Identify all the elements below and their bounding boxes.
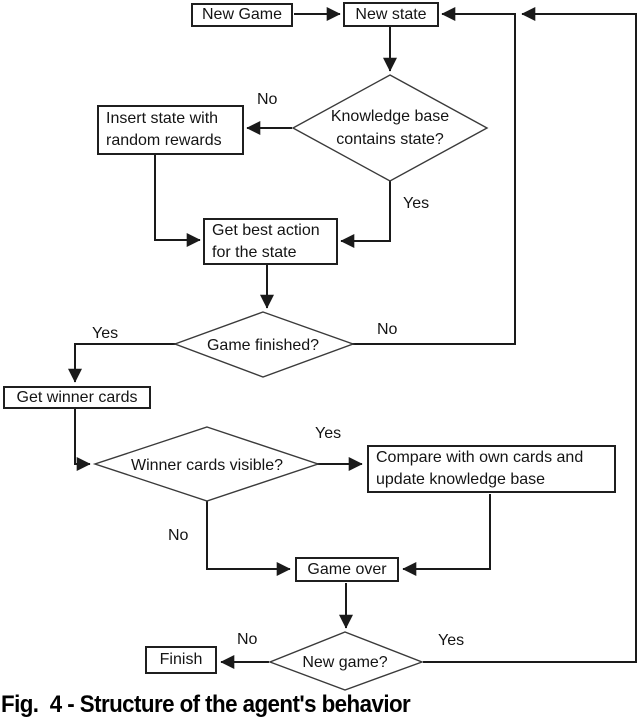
node-insert-state-label: Insert state with random rewards <box>106 108 222 152</box>
diamond-new-game-q <box>268 631 424 691</box>
node-finish: Finish <box>145 646 217 674</box>
node-get-best-action-line2: for the state <box>212 243 297 261</box>
node-insert-state: Insert state with random rewards <box>97 105 244 155</box>
node-get-best-action: Get best action for the state <box>203 218 338 265</box>
edge-gf-no-loop-to-newstate <box>352 7 516 345</box>
edge-label-kb-yes: Yes <box>403 195 430 212</box>
diamond-winner-visible <box>92 426 321 502</box>
node-insert-state-line1: Insert state with <box>106 110 219 127</box>
node-compare-cards: Compare with own cards and update knowle… <box>367 445 616 493</box>
node-compare-cards-line2: update knowledge base <box>376 471 546 488</box>
diamond-knowledge-base-line1: Knowledge base <box>330 108 450 125</box>
edge-label-gf-no: No <box>377 321 398 338</box>
node-game-over-label: Game over <box>307 560 387 578</box>
edge-compare-to-gameover <box>402 494 491 576</box>
node-get-best-action-label: Get best action for the state <box>212 220 320 264</box>
node-get-winner-cards: Get winner cards <box>3 386 151 409</box>
edge-label-gf-yes: Yes <box>92 325 119 342</box>
edge-kb-yes-to-getbest <box>340 181 391 248</box>
edge-gf-yes-to-getwinner <box>68 343 176 383</box>
node-game-over: Game over <box>295 557 399 582</box>
edge-label-ng-yes: Yes <box>438 632 465 649</box>
edge-insert-to-getbest <box>154 155 201 247</box>
edge-wv-no-to-gameover <box>206 500 291 576</box>
diamond-game-finished-label: Game finished? <box>206 337 320 354</box>
edge-label-ng-no: No <box>237 631 258 648</box>
edge-label-kb-no: No <box>257 91 278 108</box>
node-compare-cards-line1: Compare with own cards and <box>376 449 584 466</box>
edge-ng-yes-loop-to-top <box>423 7 637 663</box>
node-get-winner-cards-label: Get winner cards <box>16 388 138 406</box>
edge-getwinner-to-wv <box>74 409 91 471</box>
edge-label-wv-yes: Yes <box>315 425 342 442</box>
node-new-game: New Game <box>191 3 293 27</box>
diamond-knowledge-base <box>291 74 489 182</box>
node-get-best-action-line1: Get best action <box>212 221 320 239</box>
node-new-state: New state <box>343 2 439 27</box>
node-new-game-label: New Game <box>201 6 283 23</box>
diamond-knowledge-base-line2: contains state? <box>336 131 444 148</box>
node-insert-state-line2: random rewards <box>106 132 222 149</box>
diamond-knowledge-base-label: Knowledge base contains state? <box>300 105 480 151</box>
diamond-new-game-q-label: New game? <box>302 654 388 671</box>
node-compare-cards-label: Compare with own cards and update knowle… <box>376 447 583 491</box>
diamond-winner-visible-label: Winner cards visible? <box>130 457 284 474</box>
edge-label-wv-no: No <box>168 527 189 544</box>
node-new-state-label: New state <box>355 5 427 23</box>
node-finish-label: Finish <box>159 651 203 668</box>
figure-caption: Fig. 4 - Structure of the agent's behavi… <box>1 691 411 718</box>
diamond-game-finished <box>172 311 356 378</box>
